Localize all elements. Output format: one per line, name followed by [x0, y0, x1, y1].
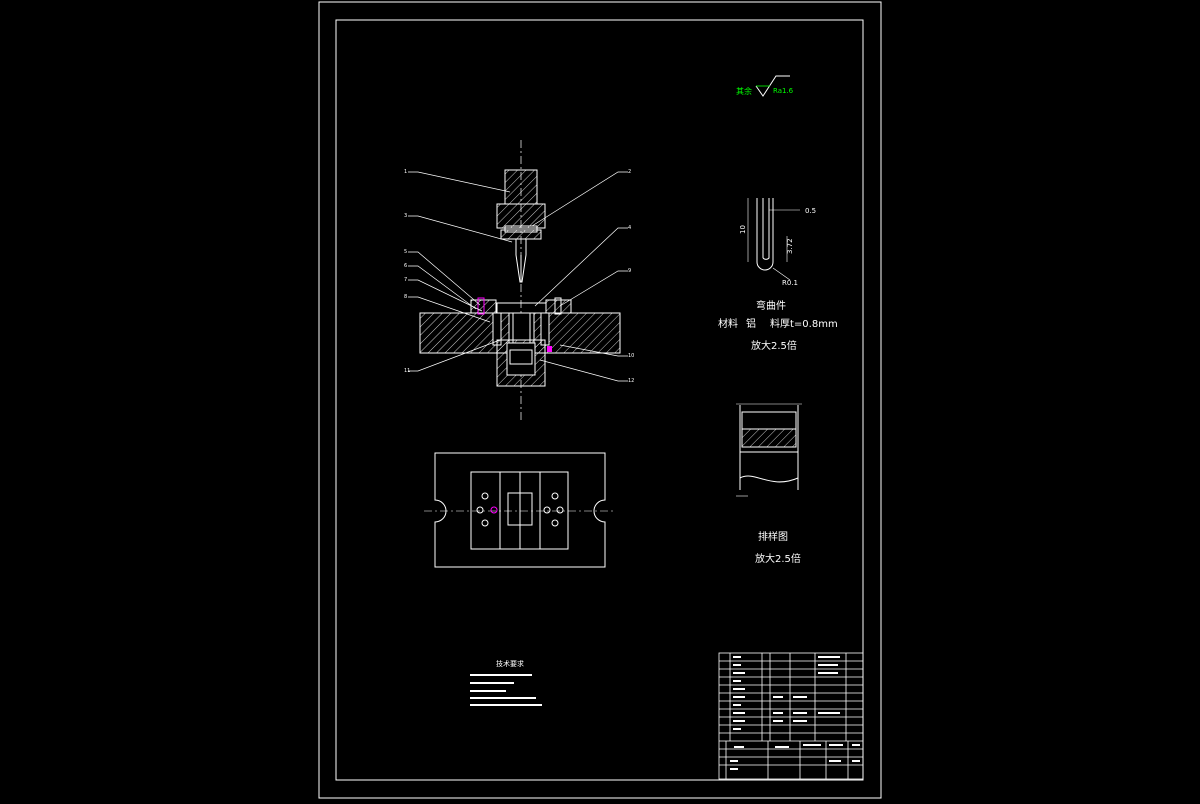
svg-text:2: 2 [628, 169, 631, 175]
die-assembly-section [419, 140, 621, 420]
svg-text:11: 11 [404, 368, 410, 374]
svg-text:10: 10 [739, 225, 747, 234]
svg-text:4: 4 [628, 225, 631, 231]
svg-text:放大2.5倍: 放大2.5倍 [751, 339, 797, 352]
leader-lines [408, 171, 628, 382]
svg-text:8: 8 [404, 294, 407, 300]
svg-text:材料: 材料 [718, 317, 738, 330]
svg-text:Ra1.6: Ra1.6 [773, 87, 794, 95]
svg-text:12: 12 [628, 378, 634, 384]
svg-text:3: 3 [404, 213, 407, 219]
part-dimensions: 0.5 10 3.72 R0.1 [739, 207, 816, 287]
svg-text:放大2.5倍: 放大2.5倍 [755, 552, 801, 565]
svg-text:排样图: 排样图 [758, 530, 788, 543]
svg-text:5: 5 [404, 249, 407, 255]
inner-frame [335, 19, 864, 781]
svg-text:7: 7 [404, 277, 407, 283]
svg-text:9: 9 [628, 268, 631, 274]
svg-text:其余: 其余 [736, 86, 752, 96]
svg-text:技术要求: 技术要求 [496, 659, 524, 668]
layout-notes: 排样图 放大2.5倍 [755, 530, 801, 565]
title-block-cell-text [730, 656, 860, 770]
part-notes: 弯曲件 材料 铝 料厚t=0.8mm 放大2.5倍 [718, 299, 838, 352]
bent-part-detail [747, 198, 800, 281]
svg-text:6: 6 [404, 263, 407, 269]
svg-text:1: 1 [404, 169, 407, 175]
roughness-symbol: 其余 Ra1.6 [736, 75, 794, 97]
svg-text:料厚t=0.8mm: 料厚t=0.8mm [770, 317, 838, 330]
svg-text:3.72: 3.72 [786, 238, 794, 254]
die-plan-view [424, 452, 616, 568]
outer-frame [318, 1, 882, 799]
svg-text:铝: 铝 [746, 318, 756, 330]
strip-layout-diagram [736, 403, 802, 497]
title-block [718, 652, 864, 780]
svg-text:10: 10 [628, 353, 634, 359]
svg-text:R0.1: R0.1 [782, 279, 798, 287]
technical-requirements: 技术要求 [470, 659, 542, 706]
svg-text:弯曲件: 弯曲件 [756, 299, 786, 312]
leader-numbers: 1 2 3 4 5 6 7 8 9 10 11 12 [404, 169, 634, 384]
svg-text:0.5: 0.5 [805, 207, 816, 215]
